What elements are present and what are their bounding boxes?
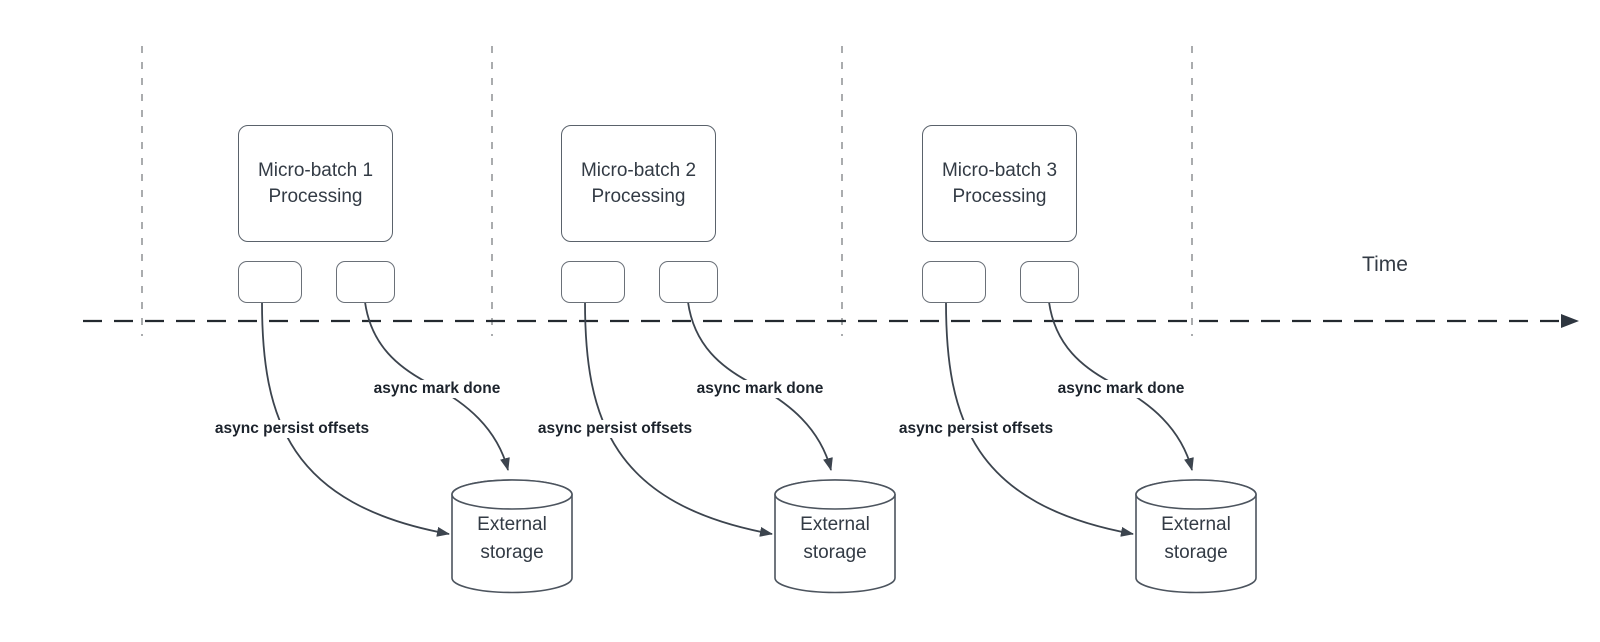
markdone-task-box	[336, 261, 395, 303]
persist-offsets-curve	[945, 301, 1134, 537]
processing-box: Micro-batch 3 Processing	[922, 125, 1077, 242]
async-mark-done-label: async mark done	[693, 380, 827, 398]
async-mark-done-label: async mark done	[1054, 380, 1188, 398]
markdone-task-box	[1020, 261, 1079, 303]
microbatch-group-3: Micro-batch 3 Processing async persist o…	[684, 0, 1304, 642]
offset-task-box	[238, 261, 302, 303]
storage-cylinder-top	[1135, 479, 1257, 510]
processing-box: Micro-batch 2 Processing	[561, 125, 716, 242]
microbatch-group-1: Micro-batch 1 Processing async persist o…	[0, 0, 620, 642]
storage-cylinder-top	[774, 479, 896, 510]
time-axis-label: Time	[1362, 253, 1408, 276]
async-persist-offsets-label: async persist offsets	[895, 420, 1057, 438]
async-persist-offsets-label: async persist offsets	[534, 420, 696, 438]
external-storage-label: External storage	[1161, 514, 1231, 563]
markdone-task-box	[659, 261, 718, 303]
async-persist-offsets-label: async persist offsets	[211, 420, 373, 438]
curves-layer	[584, 301, 896, 594]
processing-box: Micro-batch 1 Processing	[238, 125, 393, 242]
curves-layer	[261, 301, 573, 594]
offset-task-box	[922, 261, 986, 303]
curves-layer	[945, 301, 1257, 594]
persist-offsets-curve	[261, 301, 450, 537]
async-mark-done-label: async mark done	[370, 380, 504, 398]
offset-task-box	[561, 261, 625, 303]
external-storage-label: External storage	[800, 514, 870, 563]
storage-cylinder-top	[451, 479, 573, 510]
microbatch-group-2: Micro-batch 2 Processing async persist o…	[323, 0, 943, 642]
external-storage-label: External storage	[477, 514, 547, 563]
persist-offsets-curve	[584, 301, 773, 537]
